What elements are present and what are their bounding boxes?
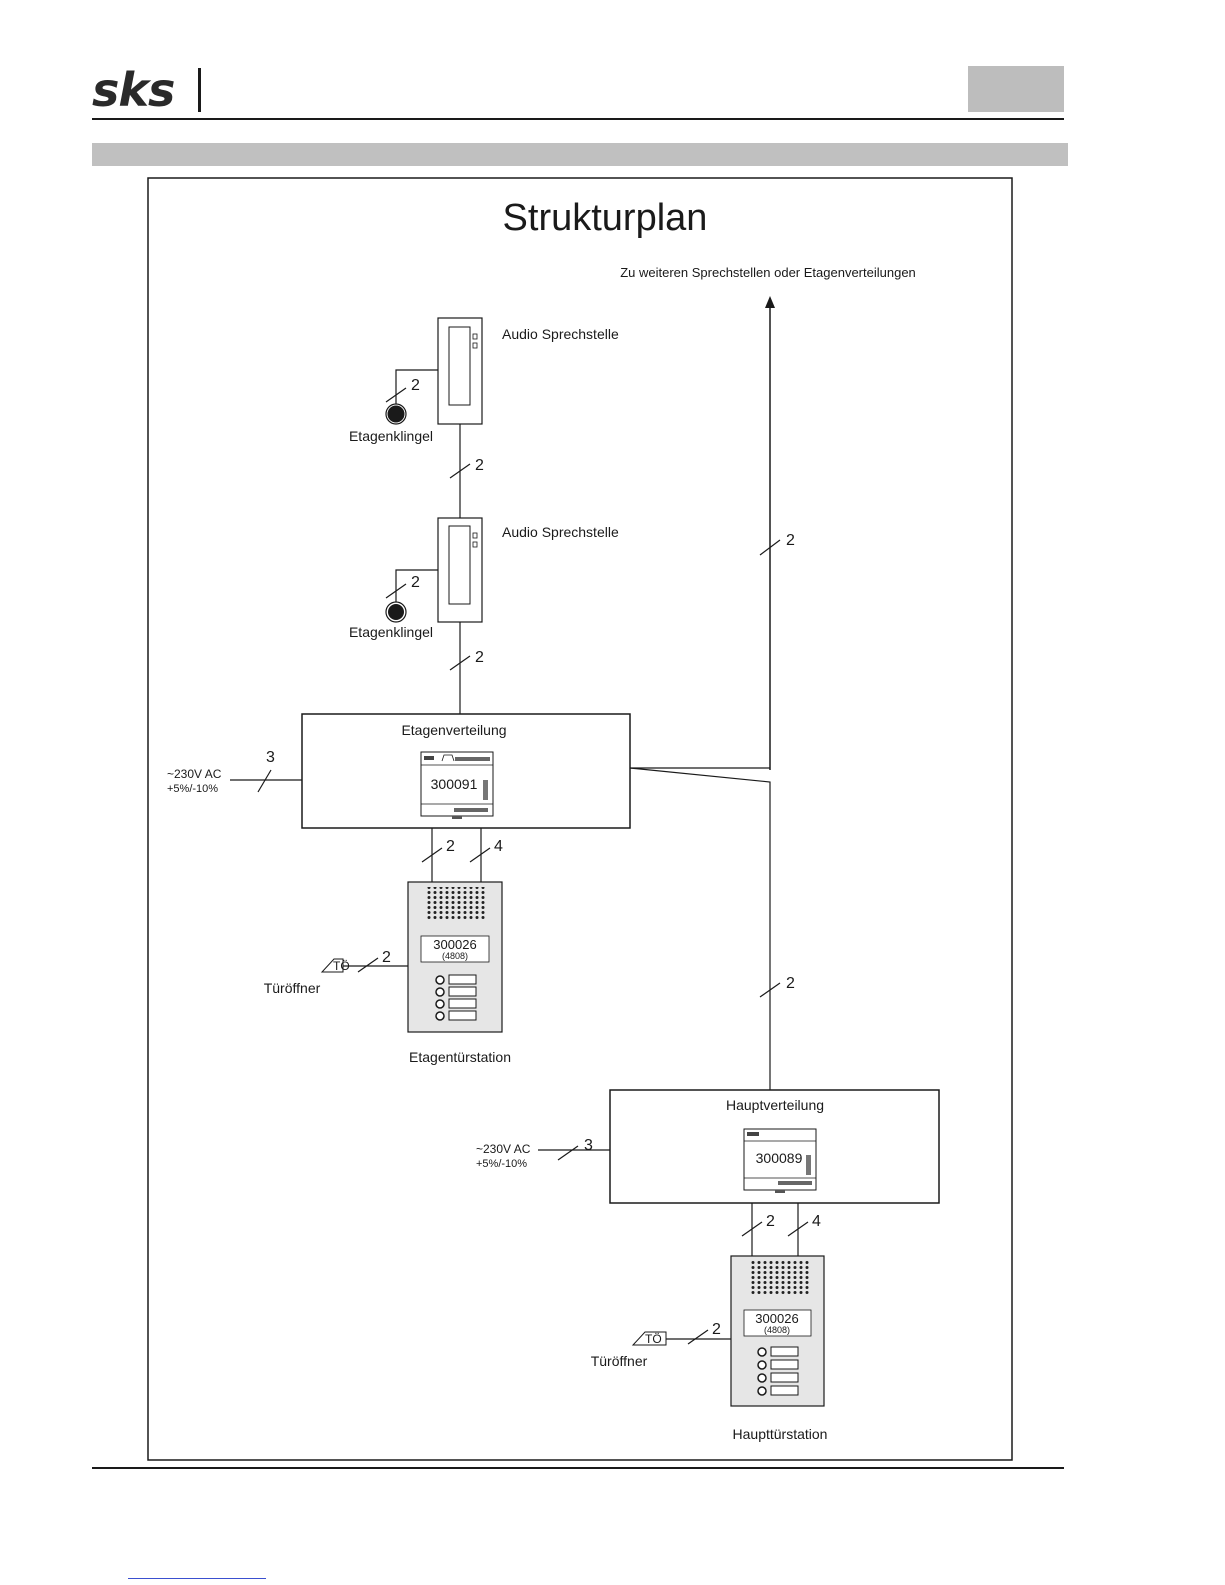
- speaker-grille: [749, 1261, 809, 1295]
- audio-station-label-2: Audio Sprechstelle: [502, 524, 619, 540]
- header-rule: [92, 118, 1064, 120]
- footer-rule: [92, 1467, 1064, 1469]
- door-opener-label-1: Türöffner: [264, 980, 321, 996]
- module-number-300089: 300089: [756, 1150, 803, 1166]
- opener-wire-count-2: 2: [712, 1321, 721, 1338]
- door-module-number-1: 300026: [433, 937, 476, 952]
- bell-icon: [387, 405, 405, 423]
- call-buttons: [757, 1346, 799, 1396]
- power-label-2: ~230V AC: [476, 1142, 531, 1156]
- speaker-grille: [427, 887, 487, 921]
- audio-station-2: Audio Sprechstelle 2 Etagenklingel 2: [349, 517, 619, 714]
- audio-station-label-1: Audio Sprechstelle: [502, 326, 619, 342]
- header-gray-box: [968, 66, 1064, 112]
- etagentuerstation-caption: Etagentürstation: [409, 1049, 511, 1065]
- din-module-300089: 300089: [743, 1128, 817, 1193]
- bell-label-2: Etagenklingel: [349, 624, 433, 640]
- door-module-sub-1: (4808): [442, 951, 468, 961]
- section-band: [92, 143, 1068, 166]
- diagram-title: Strukturplan: [503, 197, 708, 239]
- bell-icon: [388, 604, 404, 620]
- riser-wire-count: 2: [786, 532, 795, 549]
- bell-wire-count-2: 2: [411, 574, 420, 591]
- door-opener-icon: [631, 1331, 667, 1346]
- audio-station-1: Audio Sprechstelle 2 Etagenklingel 2: [349, 317, 619, 518]
- haupttuerstation-caption: Haupttürstation: [733, 1426, 828, 1442]
- sks-logo: sks: [92, 63, 175, 117]
- power-label-1: ~230V AC: [167, 767, 222, 781]
- bell-label-1: Etagenklingel: [349, 428, 433, 444]
- haupt-wire-b-count: 4: [812, 1213, 821, 1230]
- riser-wire-count-lower: 2: [786, 975, 795, 992]
- call-buttons: [435, 974, 477, 1021]
- din-module-300091: 300091: [420, 751, 494, 819]
- opener-wire-count-1: 2: [382, 949, 391, 966]
- door-module-sub-2: (4808): [764, 1325, 790, 1335]
- etagenverteilung-box: Etagenverteilung 300091 3 ~230V AC +5%/-…: [167, 713, 631, 829]
- door-opener-tag-1: TÖ: [333, 959, 350, 973]
- power-tolerance-1: +5%/-10%: [167, 783, 218, 795]
- door-opener-icon: [320, 958, 344, 973]
- door-opener-tag-2: TÖ: [645, 1332, 662, 1346]
- etagentuerstation-panel: 300026 (4808) Etagentürstation TÖ 2 Türö…: [264, 881, 511, 1065]
- door-opener-label-2: Türöffner: [591, 1353, 648, 1369]
- power-wire-count-1: 3: [266, 749, 275, 766]
- bell-wire-count-1: 2: [411, 377, 420, 394]
- hauptverteilung-title: Hauptverteilung: [726, 1097, 824, 1113]
- etagen-wire-a-count: 2: [446, 838, 455, 855]
- arrow-head-icon: [765, 296, 775, 308]
- module-number-300091: 300091: [431, 776, 478, 792]
- door-module-number-2: 300026: [755, 1311, 798, 1326]
- hauptverteilung-box: Hauptverteilung 300089 3 ~230V AC +5%/-1…: [476, 1089, 940, 1204]
- top-arrow-label: Zu weiteren Sprechstellen oder Etagenver…: [620, 265, 916, 280]
- power-wire-count-2: 3: [584, 1137, 593, 1154]
- out-wire-count-1: 2: [475, 457, 484, 474]
- riser-wire-tick: [759, 539, 781, 556]
- haupttuerstation-panel: 300026 (4808) Haupttürstation TÖ 2 Türöf…: [591, 1255, 828, 1442]
- diagram-frame: [147, 177, 1013, 1461]
- etagen-wire-b-count: 4: [494, 838, 503, 855]
- footer-link-underline: [128, 1578, 266, 1579]
- logo-divider: [198, 68, 201, 112]
- out-wire-count-2: 2: [475, 649, 484, 666]
- power-tolerance-2: +5%/-10%: [476, 1158, 527, 1170]
- etagenverteilung-title: Etagenverteilung: [401, 722, 506, 738]
- intercom-unit-2: [437, 517, 483, 623]
- haupt-wire-a-count: 2: [766, 1213, 775, 1230]
